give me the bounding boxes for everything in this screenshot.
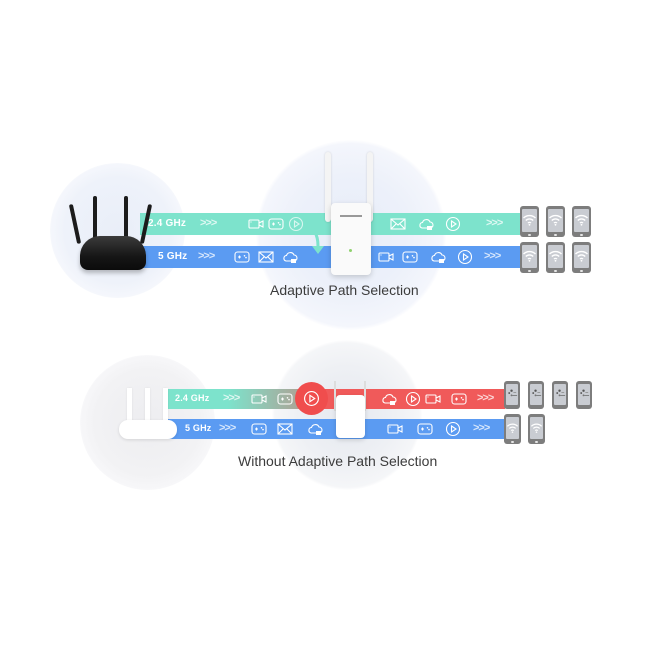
gamepad-icon [251, 421, 267, 437]
gamepad-icon [234, 249, 250, 265]
band-label: 5 GHz [185, 423, 212, 433]
band-2-4ghz: 2.4 GHz >>> >>> [140, 213, 520, 235]
band-label: 2.4 GHz [175, 393, 210, 403]
router-antenna [145, 388, 150, 424]
cloud-icon [282, 249, 298, 265]
wifi-icon [574, 249, 589, 263]
extender-antenna [325, 152, 331, 222]
chevrons: >>> [198, 250, 215, 262]
chevrons: >>> [223, 392, 240, 404]
caption-adaptive: Adaptive Path Selection [270, 282, 419, 298]
phone-wifi [572, 242, 591, 273]
extender-antenna [367, 152, 373, 222]
gamepad-icon [417, 421, 433, 437]
buffering-icon [577, 387, 591, 400]
buffering-icon [553, 387, 567, 400]
phone-buffering [576, 381, 592, 409]
wifi-icon [548, 213, 563, 227]
phone-wifi [520, 206, 539, 237]
phone-wifi [546, 206, 565, 237]
cloud-icon [307, 421, 323, 437]
phone-wifi [528, 414, 545, 444]
chevrons: >>> [200, 217, 217, 229]
phone-wifi [572, 206, 591, 237]
play-icon [445, 216, 461, 232]
mail-icon [277, 421, 293, 437]
router-antenna [124, 196, 128, 240]
chevrons: >>> [484, 250, 501, 262]
video-camera-icon [425, 391, 441, 407]
gamepad-icon [451, 391, 467, 407]
phone-buffering [504, 381, 520, 409]
gamepad-icon [277, 391, 293, 407]
wifi-icon [574, 213, 589, 227]
wifi-icon [522, 213, 537, 227]
router-body [119, 420, 177, 439]
phone-wifi [546, 242, 565, 273]
router-antenna [93, 196, 97, 240]
extender-body [336, 395, 365, 438]
play-icon [303, 390, 320, 407]
play-icon [405, 391, 421, 407]
video-camera-icon [248, 216, 264, 232]
extender-antenna [364, 381, 366, 411]
video-camera-icon [378, 249, 394, 265]
router-antenna [127, 388, 132, 424]
extender-antenna [334, 381, 336, 411]
congestion-indicator [295, 382, 328, 415]
chevrons: >>> [486, 217, 503, 229]
phone-wifi [520, 242, 539, 273]
play-icon [445, 421, 461, 437]
band-label: 2.4 GHz [148, 218, 187, 229]
mail-icon [390, 216, 406, 232]
cloud-icon [381, 391, 397, 407]
buffering-icon [505, 387, 519, 400]
chevrons: >>> [477, 392, 494, 404]
phone-wifi [504, 414, 521, 444]
band-5ghz: 5 GHz >>> >>> [140, 246, 520, 268]
gamepad-icon [402, 249, 418, 265]
wifi-icon [506, 422, 519, 434]
video-camera-icon [387, 421, 403, 437]
cloud-icon [418, 216, 434, 232]
chevrons: >>> [219, 422, 236, 434]
mail-icon [258, 249, 274, 265]
wifi-icon [548, 249, 563, 263]
wifi-icon [522, 249, 537, 263]
video-camera-icon [251, 391, 267, 407]
extender-body [331, 203, 371, 275]
chevrons: >>> [473, 422, 490, 434]
router-body [80, 236, 146, 270]
wifi-icon [530, 422, 543, 434]
router-antenna [163, 388, 168, 424]
caption-non-adaptive: Without Adaptive Path Selection [238, 453, 438, 469]
gamepad-icon [268, 216, 284, 232]
play-icon [457, 249, 473, 265]
buffering-icon [529, 387, 543, 400]
phone-buffering [528, 381, 544, 409]
band-label: 5 GHz [158, 251, 188, 262]
phone-buffering [552, 381, 568, 409]
down-arrow-icon [303, 222, 324, 254]
cloud-icon [430, 249, 446, 265]
